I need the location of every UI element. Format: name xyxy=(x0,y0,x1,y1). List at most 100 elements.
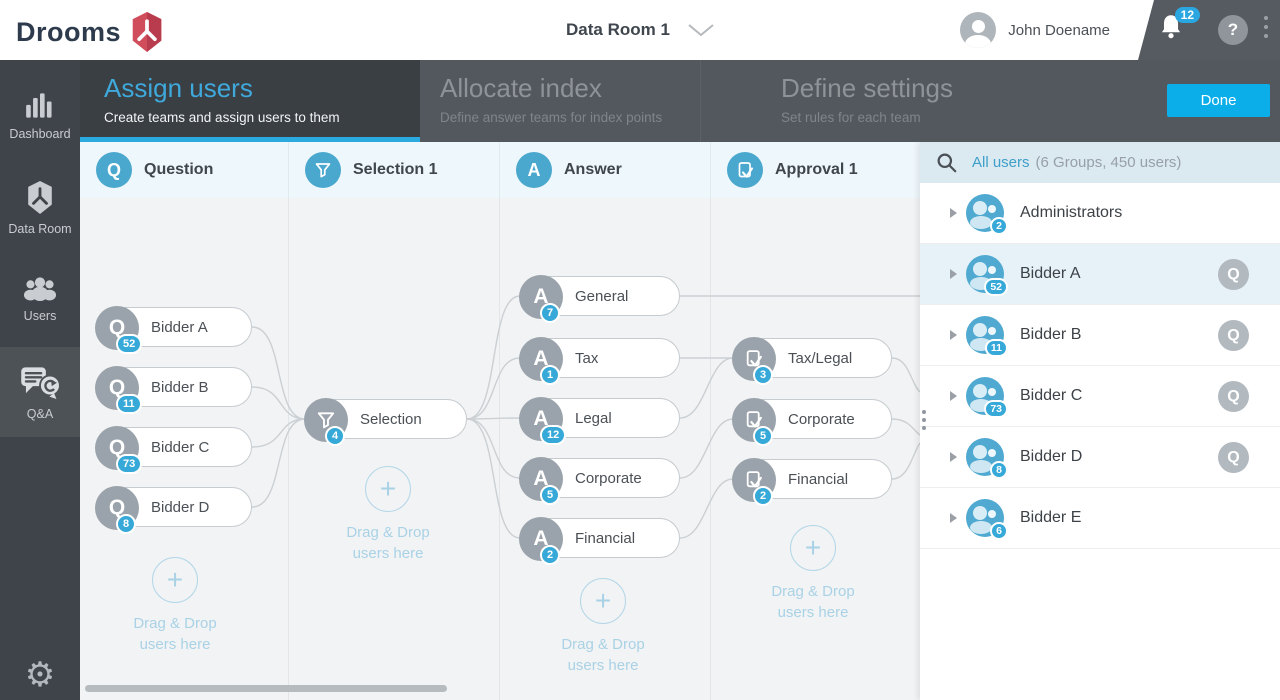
column-header-answer: A Answer xyxy=(499,142,710,198)
user-name: John Doename xyxy=(1008,21,1110,39)
user-menu[interactable]: John Doename xyxy=(960,12,1110,48)
expand-arrow-icon[interactable] xyxy=(950,513,957,523)
group-row-bidder-a[interactable]: 52 Bidder A Q xyxy=(920,244,1280,305)
sidebar-item-data-room[interactable]: Data Room xyxy=(0,167,80,248)
settings-gear-icon[interactable]: ⚙ xyxy=(24,656,56,694)
drooms-logo[interactable]: Drooms xyxy=(16,12,165,52)
filter-icon xyxy=(305,152,341,188)
question-node-bidder-c[interactable]: Q 73 Bidder C xyxy=(95,426,252,474)
approval-node-tax-legal[interactable]: 3 Tax/Legal xyxy=(732,337,892,385)
dashboard-icon xyxy=(26,93,52,118)
column-divider xyxy=(288,142,289,700)
group-icon: 2 xyxy=(966,194,1008,235)
avatar xyxy=(960,12,997,48)
plus-icon: + xyxy=(790,525,836,571)
approval-node-financial[interactable]: 2 Financial xyxy=(732,458,892,506)
tab-allocate-index[interactable]: Allocate index Define answer teams for i… xyxy=(420,60,700,142)
workflow-column-headers: Q Question Selection 1 A Answer Approval… xyxy=(80,142,920,198)
question-team-badge: Q xyxy=(1218,381,1249,412)
question-icon: Q xyxy=(96,152,132,188)
sidebar-item-qa[interactable]: Q&A xyxy=(0,347,80,437)
count-badge: 7 xyxy=(540,303,561,323)
member-count-badge: 8 xyxy=(990,461,1008,479)
question-node-bidder-b[interactable]: Q 11 Bidder B xyxy=(95,366,252,414)
question-node-bidder-a[interactable]: Q 52 Bidder A xyxy=(95,306,252,354)
expand-arrow-icon[interactable] xyxy=(950,391,957,401)
notifications-button[interactable]: 12 xyxy=(1158,7,1200,47)
answer-node-general[interactable]: A 7 General xyxy=(519,275,680,323)
answer-node-tax[interactable]: A 1 Tax xyxy=(519,337,680,385)
group-row-bidder-d[interactable]: 8 Bidder D Q xyxy=(920,427,1280,488)
tab-title: Define settings xyxy=(781,73,953,103)
expand-arrow-icon[interactable] xyxy=(950,330,957,340)
expand-arrow-icon[interactable] xyxy=(950,269,957,279)
tab-title: Allocate index xyxy=(440,73,602,103)
member-count-badge: 6 xyxy=(990,522,1008,540)
overflow-menu-icon[interactable] xyxy=(1264,16,1268,38)
group-row-bidder-e[interactable]: 6 Bidder E xyxy=(920,488,1280,549)
chevron-down-icon[interactable] xyxy=(688,23,714,37)
qa-workflow-canvas: Q Question Selection 1 A Answer Approval… xyxy=(80,142,920,700)
question-node-bidder-d[interactable]: Q 8 Bidder D xyxy=(95,486,252,534)
count-badge: 12 xyxy=(540,425,567,445)
approval-node-corporate[interactable]: 5 Corporate xyxy=(732,398,892,446)
data-room-selector[interactable]: Data Room 1 xyxy=(566,20,670,39)
tab-assign-users[interactable]: Assign users Create teams and assign use… xyxy=(80,60,420,142)
tab-define-settings[interactable]: Define settings Set rules for each team xyxy=(700,60,1120,142)
qa-icon xyxy=(21,367,60,399)
help-icon: ? xyxy=(1227,20,1239,39)
sidebar-item-dashboard[interactable]: Dashboard xyxy=(0,78,80,153)
done-button[interactable]: Done xyxy=(1167,84,1270,117)
expand-arrow-icon[interactable] xyxy=(950,452,957,462)
tab-title: Assign users xyxy=(104,73,253,103)
member-count-badge: 2 xyxy=(990,217,1008,235)
count-badge: 3 xyxy=(753,365,774,385)
group-row-administrators[interactable]: 2 Administrators xyxy=(920,183,1280,244)
tab-subtitle: Create teams and assign users to them xyxy=(104,110,340,125)
search-scope-label: All users xyxy=(972,154,1030,171)
group-icon: 52 xyxy=(966,255,1008,296)
brand-name: Drooms xyxy=(16,16,122,47)
topbar-dark-section: 12 ? xyxy=(1138,0,1280,60)
group-row-bidder-b[interactable]: 11 Bidder B Q xyxy=(920,305,1280,366)
question-team-badge: Q xyxy=(1218,320,1249,351)
data-room-shield-icon xyxy=(28,181,52,214)
plus-icon: + xyxy=(580,578,626,624)
plus-icon: + xyxy=(152,557,198,603)
search-meta: (6 Groups, 450 users) xyxy=(1035,154,1182,171)
count-badge: 73 xyxy=(116,454,143,474)
column-divider xyxy=(710,142,711,700)
group-icon: 11 xyxy=(966,316,1008,357)
search-icon xyxy=(937,153,957,172)
column-header-approval: Approval 1 xyxy=(710,142,920,198)
question-team-badge: Q xyxy=(1218,259,1249,290)
panel-resize-handle[interactable] xyxy=(922,410,926,430)
count-badge: 1 xyxy=(540,365,561,385)
tab-subtitle: Define answer teams for index points xyxy=(440,110,663,125)
help-button[interactable]: ? xyxy=(1218,15,1248,45)
sidebar-item-label: Data Room xyxy=(8,222,72,236)
group-row-bidder-c[interactable]: 73 Bidder C Q xyxy=(920,366,1280,427)
count-badge: 2 xyxy=(540,545,561,565)
sidebar-item-users[interactable]: Users xyxy=(0,262,80,335)
expand-arrow-icon[interactable] xyxy=(950,208,957,218)
tab-subtitle: Set rules for each team xyxy=(781,110,921,125)
plus-icon: + xyxy=(365,466,411,512)
count-badge: 5 xyxy=(753,426,774,446)
notification-count-badge: 12 xyxy=(1174,7,1200,23)
selection-node[interactable]: 4 Selection xyxy=(304,398,467,446)
sidebar-item-label: Q&A xyxy=(26,407,54,421)
horizontal-scrollbar[interactable] xyxy=(85,685,447,692)
count-badge: 8 xyxy=(116,514,137,534)
answer-node-legal[interactable]: A 12 Legal xyxy=(519,397,680,445)
column-header-question: Q Question xyxy=(80,142,288,198)
answer-node-corporate[interactable]: A 5 Corporate xyxy=(519,457,680,505)
approval-icon xyxy=(727,152,763,188)
user-search-bar[interactable]: All users (6 Groups, 450 users) xyxy=(920,142,1280,183)
member-count-badge: 11 xyxy=(984,339,1008,357)
answer-node-financial[interactable]: A 2 Financial xyxy=(519,517,680,565)
